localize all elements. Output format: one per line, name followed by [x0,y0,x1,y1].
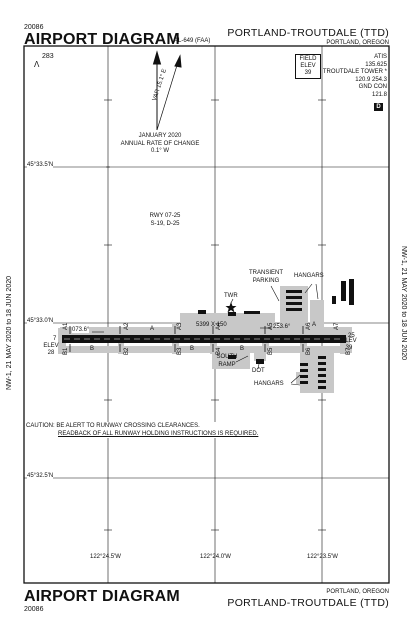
footer-location: PORTLAND, OREGON [326,589,389,595]
taxiway-B1: B1 [63,347,69,355]
runway-designation: RWY 07-25 [149,213,181,219]
elev-west-value: 28 [47,350,55,356]
caution-note: CAUTION: BE ALERT TO RUNWAY CROSSING CLE… [26,422,259,438]
transient-label-line-2: PARKING [252,277,280,284]
taxiway-A7: A7 [334,322,340,330]
freq-tower-label: TROUTDALE TOWER * [322,69,387,76]
freq-tower-value: 120.9 254.3 [355,76,387,83]
taxiway-B3: B3 [177,347,183,355]
frequency-list: ATIS 135.625 TROUTDALE TOWER * 120.9 254… [323,54,387,100]
hold-lines [69,326,304,352]
longitude-label-3: 122°23.5'W [307,554,338,560]
latitude-label-2: 45°33.0'N [27,318,54,324]
taxiway-B4: B4 [216,347,222,355]
obstacle-icon: Λ [34,60,40,69]
dot-label: DOT [252,368,265,374]
latitude-label-1: 45°33.5'N [27,162,54,168]
elev-west-label: ELEV [43,343,59,349]
magvar-date: JANUARY 2020 [138,133,182,139]
heading-west: 073.6° [72,327,90,333]
footer-chart-number: 20086 [24,606,44,613]
field-elev-label-1: FIELD [299,56,317,62]
transient-parking-label: TRANSIENT PARKING [246,270,286,285]
field-elev-value: 39 [304,70,312,76]
procedure-number: AL-649 (FAA) [174,38,211,44]
d-badge: D [374,103,383,111]
taxiway-A4: A4 [216,322,222,330]
taxiway-A3: A3 [177,322,183,330]
longitude-label-2: 122°24.0'W [200,554,231,560]
magvar-rate-label: ANNUAL RATE OF CHANGE [120,140,200,147]
elev-east-block: ELEV 39 [338,338,360,352]
chart-frame [23,45,390,584]
footer-title: AIRPORT DIAGRAM [24,588,180,605]
runway-strength: S-19, D-25 [150,221,180,227]
airport-location: PORTLAND, OREGON [326,40,389,46]
taxiway-B-label-1: B [90,346,95,352]
runway-info: RWY 07-25 S-19, D-25 [128,212,202,228]
taxiway-B2: B2 [124,347,130,355]
taxiway-B-label-2: B [190,346,195,352]
magvar-rate: 0.1° W [150,148,170,154]
south-ramp-line-2: RAMP [218,361,236,368]
heading-east: 253.6° [273,324,291,330]
taxiway-A-label-1: A [150,326,155,332]
taxiway-B7: B7 [346,347,352,355]
field-elev-label-2: ELEV [300,63,316,69]
hangars-north-label: HANGARS [294,273,324,279]
runway-dimensions: 5399 X 150 [196,322,227,328]
taxiway-A-label-2: A [312,322,317,328]
magvar-info: JANUARY 2020 ANNUAL RATE OF CHANGE 0.1° … [108,133,212,156]
runway-end-east: 25 [348,333,355,339]
footer-airport-name: PORTLAND-TROUTDALE (TTD) [227,597,389,609]
taxiway-A1: A1 [63,322,69,330]
page-title: AIRPORT DIAGRAM [24,31,180,48]
leader-lines [230,283,319,386]
elev-west-block: ELEV 28 [40,343,62,357]
transient-label-line-1: TRANSIENT [248,270,283,276]
taxiway-A2: A2 [124,322,130,330]
latitude-label-3: 45°32.5'N [27,473,54,479]
grid-ticks [104,99,326,531]
south-ramp-label: SOUTH RAMP [214,354,240,369]
longitude-label-1: 122°24.5'W [90,554,121,560]
elev-east-label: ELEV [341,338,357,344]
chart-number: 20086 [24,24,44,31]
heading-arrows [92,327,272,333]
runway-end-west: 7 [53,336,57,342]
left-effective-dates: NW-1, 21 MAY 2020 to 18 JUN 2020 [6,275,13,390]
airport-name: PORTLAND-TROUTDALE (TTD) [227,27,389,39]
hangars-south-label: HANGARS [254,381,284,387]
field-elev-box: FIELD ELEV 39 [295,54,321,79]
tower-label: TWR [224,293,238,299]
taxiway-B-label-3: B [240,346,245,352]
freq-ground-value: 121.8 [371,91,387,98]
taxiway-B6: B6 [306,347,312,355]
south-ramp-line-1: SOUTH [216,354,238,360]
tower-icon [225,302,237,313]
caution-line-1: CAUTION: BE ALERT TO RUNWAY CROSSING CLE… [26,423,200,429]
caution-line-2: READBACK OF ALL RUNWAY HOLDING INSTRUCTI… [58,431,259,437]
freq-atis-value: 135.625 [365,61,387,68]
right-effective-dates: NW-1, 21 MAY 2020 to 18 JUN 2020 [400,246,407,361]
magvar-arrows [152,50,182,131]
freq-atis-label: ATIS [374,54,387,60]
elev-east-value: 39 [345,345,353,351]
obstacle-elevation: 283 [42,53,54,60]
taxiway-A5: A5 [268,322,274,330]
freq-ground-label: GND CON [358,84,387,91]
taxiway-B5: B5 [268,347,274,355]
buildings [198,279,354,389]
